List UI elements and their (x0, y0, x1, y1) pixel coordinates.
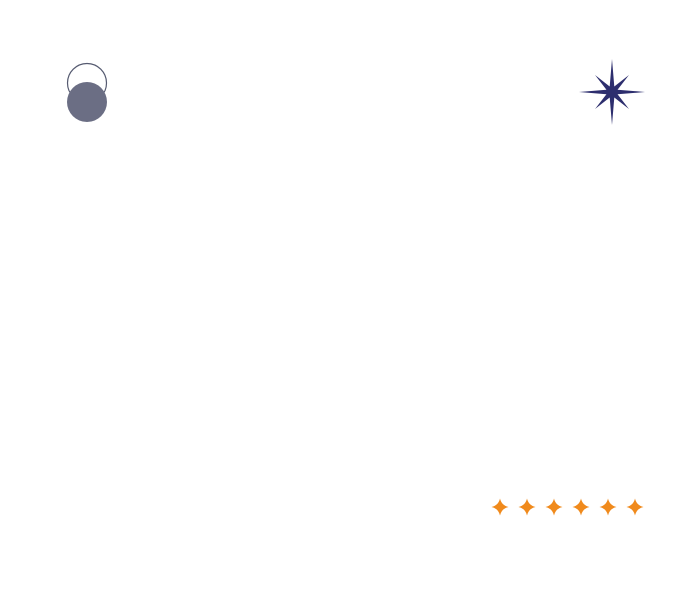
sparkle-icon (599, 498, 617, 516)
eight-point-star-icon (579, 59, 645, 125)
sparkle-icon (572, 498, 590, 516)
sparkle-icon (626, 498, 644, 516)
star-shape (579, 59, 645, 125)
sparkle-icon (545, 498, 563, 516)
sparkle-icon (518, 498, 536, 516)
sparkle-icon (491, 498, 509, 516)
sparkle-row (491, 498, 644, 516)
moon-phase-icon (66, 62, 108, 122)
moon-filled-circle (67, 82, 107, 122)
